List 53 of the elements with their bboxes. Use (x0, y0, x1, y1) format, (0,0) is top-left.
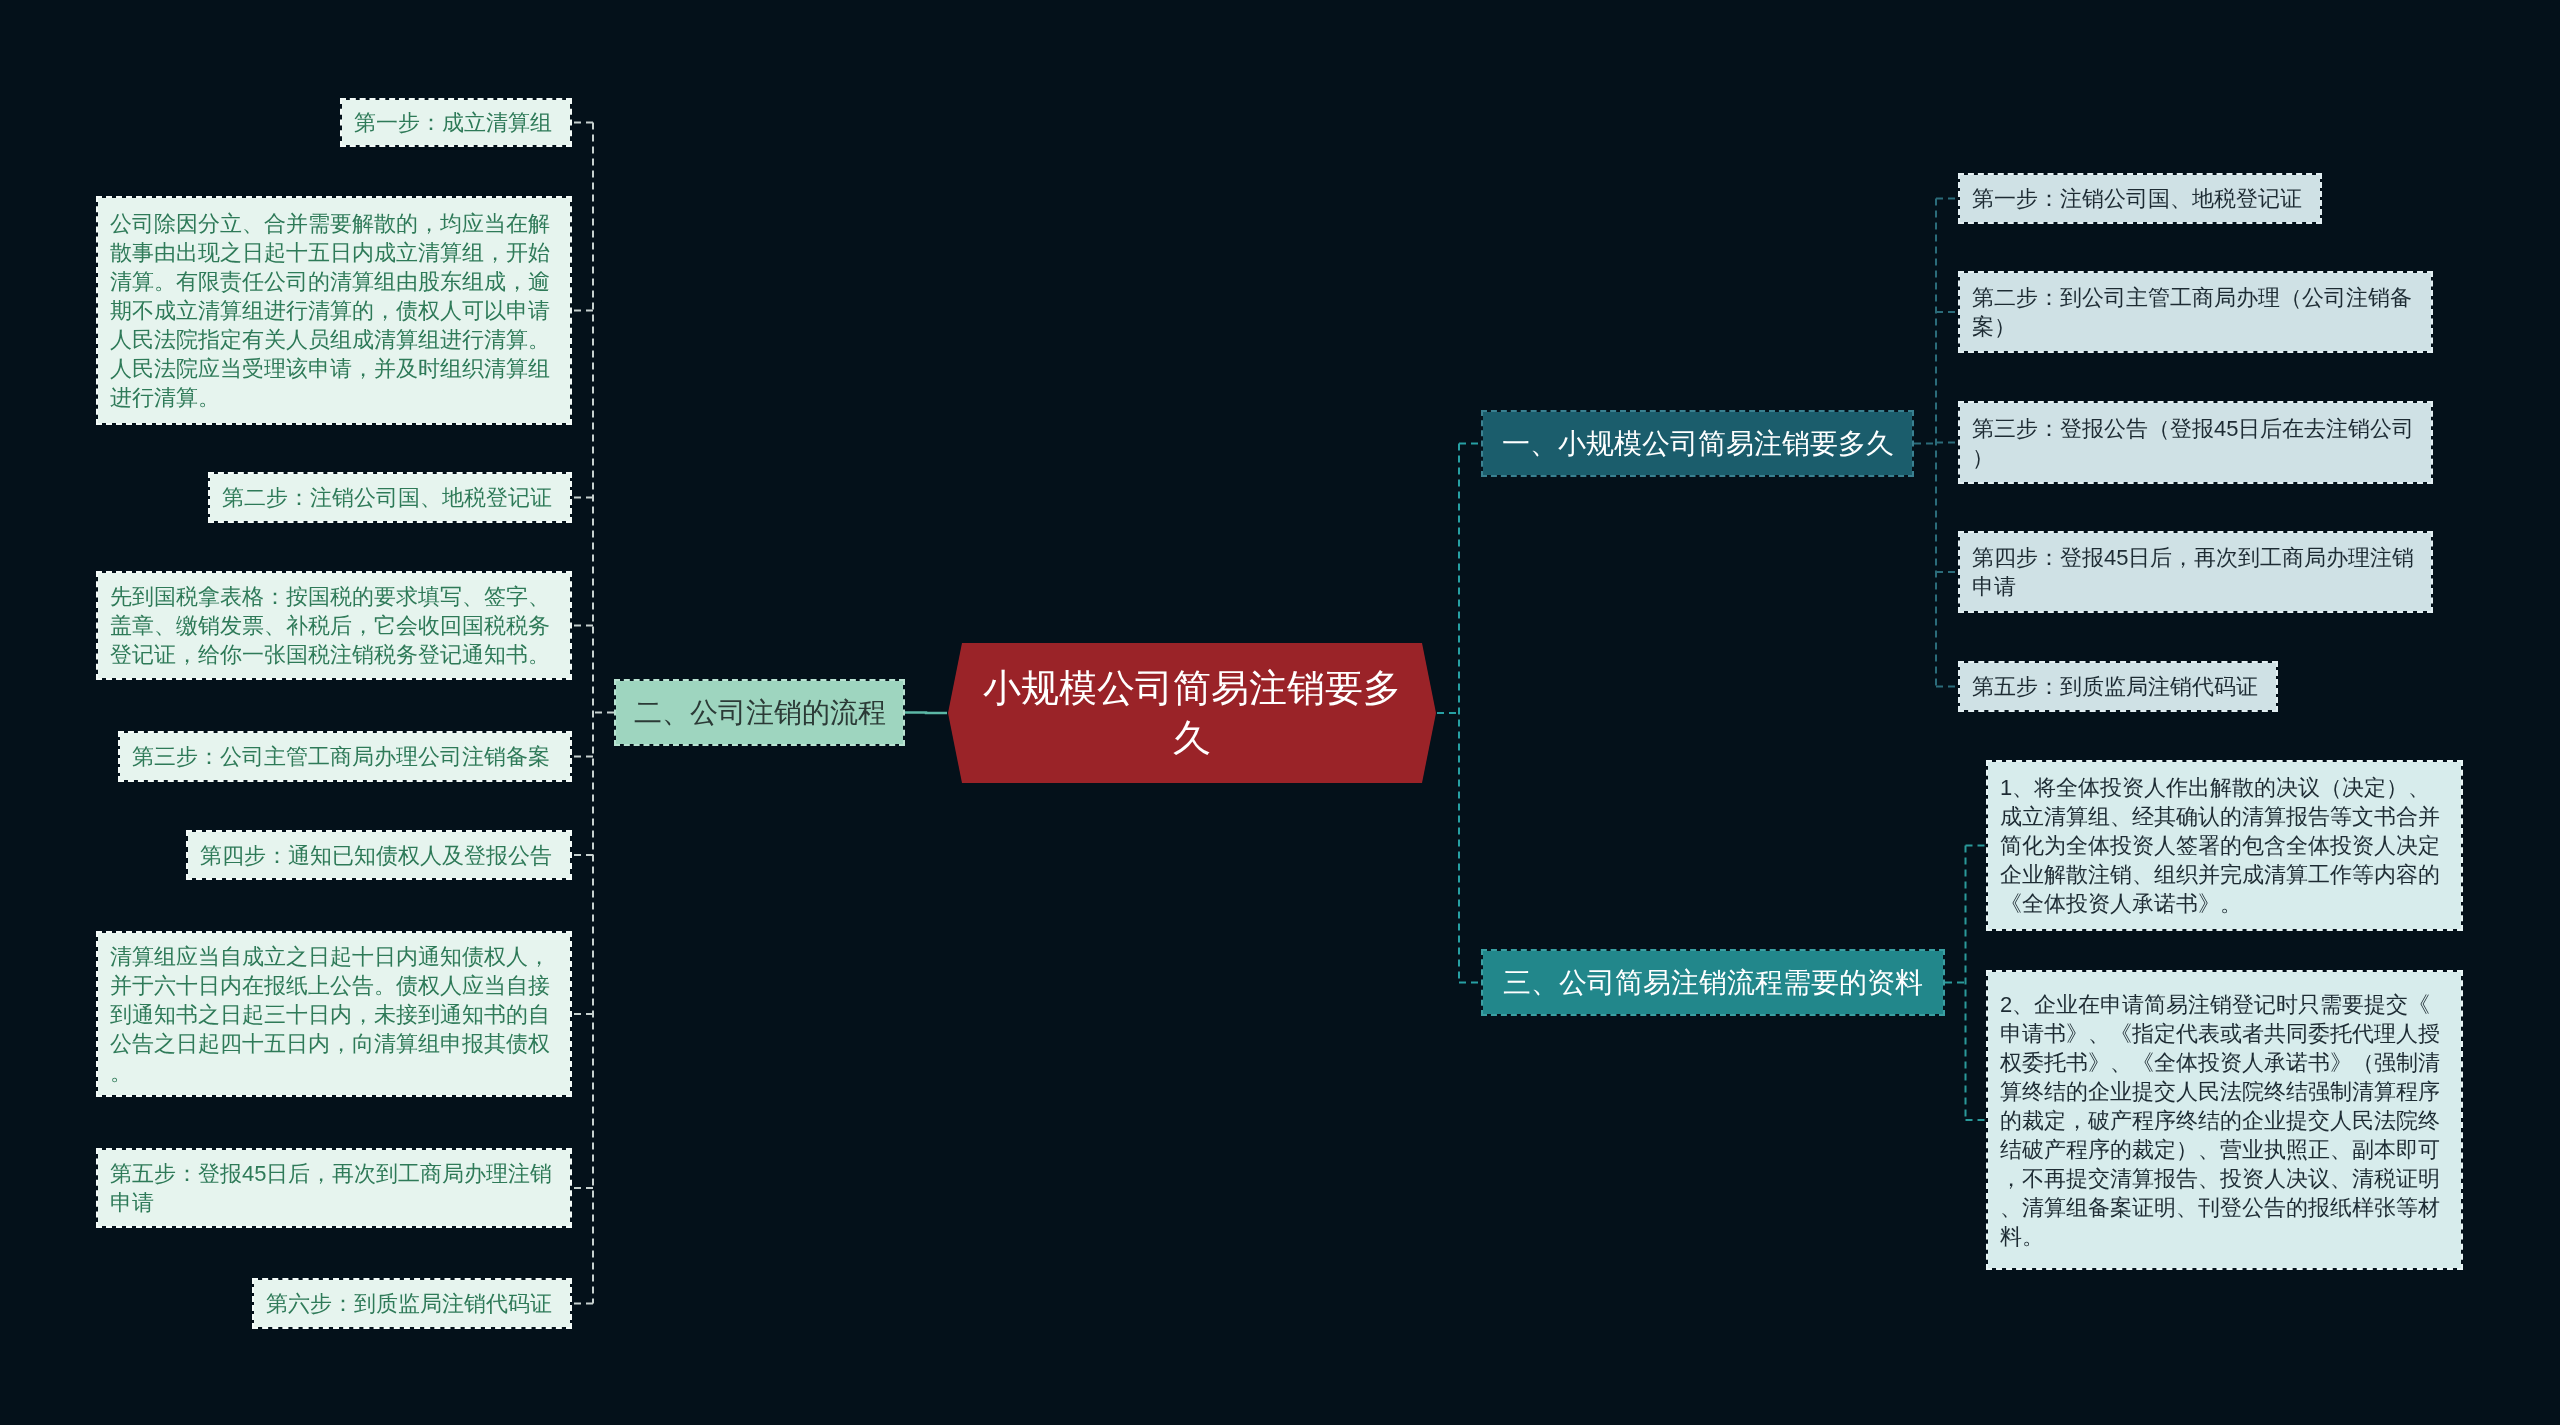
step-text: 第四步：登报45日后，再次到工商局办理注销申请 (1972, 544, 2416, 601)
step-text: 第六步：到质监局注销代码证 (266, 1290, 553, 1318)
connector-line (592, 121, 615, 1305)
step-text: 第二步：到公司主管工商局办理（公司注销备案） (1972, 284, 2413, 341)
connector-line (571, 624, 594, 627)
step-card (340, 98, 572, 147)
connector-line (905, 711, 947, 715)
connector-line (571, 309, 594, 312)
step-card (96, 571, 572, 680)
step-text: 先到国税拿表格：按国税的要求填写、签字、盖章、缴销发票、补税后，它会收回国税税务登记证，给你一张国税注销税务登记通知书。 (110, 583, 551, 669)
step-card (1958, 531, 2433, 613)
step-card (1958, 661, 2278, 712)
step-card (1958, 271, 2433, 353)
step-text: 第五步：到质监局注销代码证 (1972, 673, 2259, 701)
branch-title: 三、公司简易注销流程需要的资料 (1502, 965, 1924, 1000)
step-text: 第二步：注销公司国、地税登记证 (222, 484, 553, 512)
step-text: 第三步：登报公告（登报45日后在去注销公司） (1972, 414, 2416, 472)
connector-line (571, 755, 594, 758)
step-text: 第一步：注销公司国、地税登记证 (1972, 185, 2303, 213)
connector-line (1913, 197, 1937, 688)
branch-card (1481, 949, 1945, 1016)
note-text: 1、将全体投资人作出解散的决议（决定）、成立清算组、经其确认的清算报告等文书合并简化为全体投资人签署的包含全体投资人决定企业解散注销、组织并完成清算工作等内容的《全体投资人承诺书》。 (2000, 774, 2441, 918)
note-card (1986, 970, 2463, 1270)
connector-line (571, 1302, 594, 1305)
step-text: 第四步：通知已知债权人及登报公告 (200, 841, 553, 870)
step-text: 第三步：公司主管工商局办理公司注销备案 (132, 743, 551, 771)
note-card (1986, 760, 2463, 931)
connector-line (571, 121, 594, 124)
step-card (118, 731, 572, 782)
connector-line (571, 496, 594, 499)
step-card (96, 196, 572, 425)
branch-card (614, 679, 905, 746)
step-card (208, 472, 572, 523)
step-card (186, 830, 572, 880)
connector-line (1964, 1119, 1987, 1121)
step-card (96, 1148, 572, 1228)
step-text: 第五步：登报45日后，再次到工商局办理注销申请 (110, 1160, 554, 1217)
connector-line (571, 854, 594, 856)
step-card (96, 931, 572, 1097)
note-text: 2、企业在申请简易注销登记时只需要提交《申请书》、《指定代表或者共同委托代理人授权委托书》、《全体投资人承诺书》（强制清算终结的企业提交人民法院终结强制清算程序的裁定，破产程序终结的企业提交人民法院终结破产程序的裁定）、营业执照正、副本即可，不再提交清算报告、投资人决议、清税证明、清算组备案证明、刊登公告的报纸样张等材料。 (2000, 990, 2441, 1251)
branch-card (1481, 410, 1914, 477)
connector-line (571, 1187, 594, 1189)
step-text: 公司除因分立、合并需要解散的，均应当在解散事由出现之日起十五日内成立清算组，开始清算。有限责任公司的清算组由股东组成，逾期不成立清算组进行清算的，债权人可以申请人民法院指定有关人员组成清算组进行清算。人民法院应当受理该申请，并及时组织清算组进行清算。 (110, 210, 551, 412)
branch-title: 一、小规模公司简易注销要多久 (1500, 426, 1895, 461)
step-text: 清算组应当自成立之日起十日内通知债权人，并于六十日内在报纸上公告。债权人应当自接到通知书之日起三十日内，未接到通知书的自公告之日起四十五日内，向清算组申报其债权。 (110, 942, 551, 1087)
connector-line (1964, 844, 1987, 847)
step-card (1958, 173, 2322, 224)
step-text: 第一步：成立清算组 (354, 109, 553, 137)
step-card (252, 1278, 572, 1329)
connector-line (571, 1013, 594, 1015)
branch-title: 二、公司注销的流程 (632, 695, 887, 730)
topic-title: 小规模公司简易注销要多久 (982, 666, 1402, 761)
step-card (1958, 401, 2433, 484)
